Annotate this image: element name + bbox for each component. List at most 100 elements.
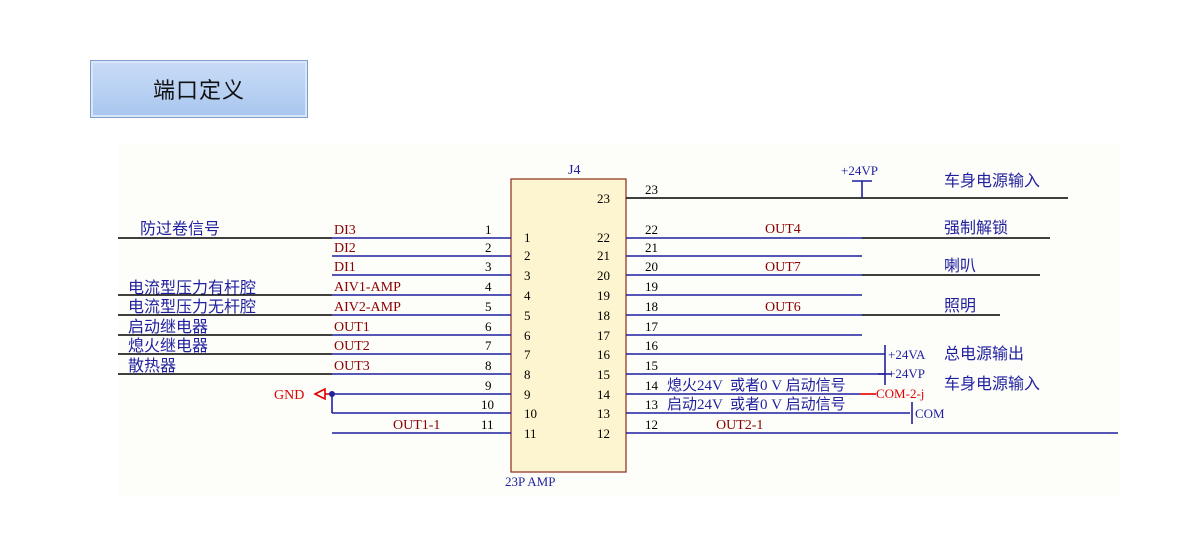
inner-pin-13: 13 [597, 406, 610, 421]
net-label: AIV1-AMP [334, 280, 401, 295]
svg-text:18: 18 [645, 299, 658, 314]
inner-pin-15: 15 [597, 367, 610, 382]
svg-text:+24VP: +24VP [841, 163, 878, 178]
left-descriptions: 防过卷信号 电流型压力有杆腔 电流型压力无杆腔 启动继电器 熄火继电器 散热器 [128, 219, 256, 375]
svg-text:3: 3 [485, 259, 492, 274]
net-label: OUT1 [334, 320, 370, 335]
inner-pin-23: 23 [597, 191, 610, 206]
svg-text:总电源输出: 总电源输出 [944, 344, 1024, 363]
svg-text:7: 7 [485, 338, 492, 353]
net-label: OUT1-1 [393, 418, 440, 433]
svg-text:17: 17 [645, 319, 659, 334]
inner-pin-21: 21 [597, 248, 610, 263]
left-pin-numbers: 1 2 3 4 5 6 7 8 9 10 11 [481, 222, 494, 432]
inner-pin-3: 3 [524, 268, 531, 283]
svg-text:15: 15 [645, 358, 658, 373]
page-title: 端口定义 [90, 60, 308, 118]
svg-text:22: 22 [645, 222, 658, 237]
right-signal-notes: 熄火24V 或者0 V 启动信号 启动24V 或者0 V 启动信号 [667, 377, 846, 413]
desc-label: 喇叭 [944, 256, 976, 275]
net-label: OUT4 [765, 222, 801, 237]
connector-part: 23P AMP [505, 474, 555, 489]
inner-pin-20: 20 [597, 268, 610, 283]
right-pin-numbers: 23 22 21 20 19 18 17 16 15 14 13 12 [645, 182, 659, 432]
svg-text:11: 11 [481, 417, 494, 432]
net-label: OUT2 [334, 339, 370, 354]
power-symbol-top: +24VP [841, 163, 878, 198]
signal-note: 启动24V 或者0 V 启动信号 [667, 396, 846, 413]
gnd-symbol: GND [274, 387, 335, 403]
inner-pin-2: 2 [524, 248, 531, 263]
net-label: OUT7 [765, 260, 801, 275]
inner-pin-8: 8 [524, 367, 531, 382]
svg-text:5: 5 [485, 299, 492, 314]
power-symbol-mid: +24VA +24VP 总电源输出 车身电源输入 [878, 344, 1040, 393]
net-label: OUT2-1 [716, 418, 763, 433]
inner-right-pins: 23 22 21 20 19 18 17 16 15 14 13 12 [597, 191, 611, 441]
svg-text:4: 4 [485, 279, 492, 294]
gnd-arrow-icon [313, 387, 326, 401]
net-label: DI2 [334, 241, 356, 256]
svg-text:12: 12 [645, 417, 658, 432]
svg-text:车身电源输入: 车身电源输入 [944, 374, 1040, 393]
svg-text:1: 1 [485, 222, 492, 237]
inner-pin-19: 19 [597, 288, 610, 303]
inner-pin-22: 22 [597, 230, 610, 245]
inner-pin-9: 9 [524, 387, 531, 402]
desc-label: 启动继电器 [128, 317, 208, 336]
left-wires [118, 237, 511, 434]
net-label: AIV2-AMP [334, 300, 401, 315]
right-wires [626, 197, 1118, 434]
desc-label: 防过卷信号 [140, 219, 220, 238]
inner-pin-18: 18 [597, 308, 610, 323]
svg-text:COM-2-j: COM-2-j [876, 386, 924, 401]
inner-pin-10: 10 [524, 406, 537, 421]
desc-label: 熄火继电器 [128, 336, 208, 355]
desc-label: 车身电源输入 [944, 171, 1040, 190]
junction-dot [329, 391, 335, 397]
left-net-labels: DI3 DI2 DI1 AIV1-AMP AIV2-AMP OUT1 OUT2 … [334, 223, 440, 433]
svg-text:13: 13 [645, 397, 658, 412]
desc-label: 电流型压力无杆腔 [128, 297, 256, 316]
svg-text:14: 14 [645, 378, 659, 393]
inner-pin-17: 17 [597, 328, 611, 343]
net-label: DI3 [334, 223, 356, 238]
net-label: OUT6 [765, 300, 801, 315]
connector-ref: J4 [568, 163, 580, 178]
svg-text:16: 16 [645, 338, 659, 353]
inner-pin-16: 16 [597, 347, 611, 362]
desc-label: 照明 [944, 296, 976, 315]
gnd-label: GND [274, 388, 304, 403]
desc-label: 散热器 [128, 356, 176, 375]
inner-pin-1: 1 [524, 230, 531, 245]
desc-label: 电流型压力有杆腔 [128, 278, 256, 297]
connector-body [510, 178, 627, 473]
svg-text:23: 23 [645, 182, 658, 197]
svg-text:6: 6 [485, 319, 492, 334]
right-net-labels: OUT4 OUT7 OUT6 OUT2-1 [716, 222, 801, 433]
svg-text:10: 10 [481, 397, 494, 412]
svg-text:20: 20 [645, 259, 658, 274]
inner-pin-7: 7 [524, 347, 531, 362]
inner-pin-4: 4 [524, 288, 531, 303]
inner-pin-6: 6 [524, 328, 531, 343]
svg-text:2: 2 [485, 240, 492, 255]
inner-pin-14: 14 [597, 387, 611, 402]
svg-text:19: 19 [645, 279, 658, 294]
inner-left-pins: 1 2 3 4 5 6 7 8 9 10 11 [524, 230, 537, 441]
net-label: DI1 [334, 260, 356, 275]
com-symbol: COM-2-j COM [860, 386, 945, 424]
inner-pin-12: 12 [597, 426, 610, 441]
desc-label: 强制解锁 [944, 218, 1008, 237]
svg-text:+24VP: +24VP [888, 366, 925, 381]
right-descriptions: 车身电源输入 强制解锁 喇叭 照明 [944, 171, 1040, 315]
inner-pin-11: 11 [524, 426, 537, 441]
svg-text:+24VA: +24VA [888, 347, 926, 362]
svg-text:8: 8 [485, 358, 492, 373]
signal-note: 熄火24V 或者0 V 启动信号 [667, 377, 846, 394]
svg-text:21: 21 [645, 240, 658, 255]
svg-text:9: 9 [485, 378, 492, 393]
net-label: OUT3 [334, 359, 370, 374]
inner-pin-5: 5 [524, 308, 531, 323]
